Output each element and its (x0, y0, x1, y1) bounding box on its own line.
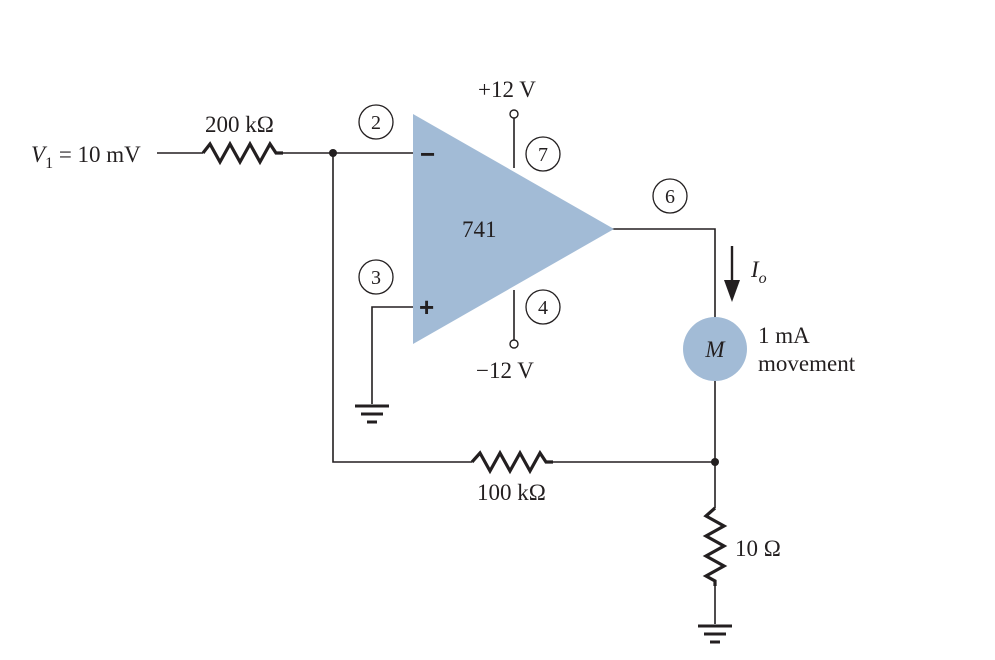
current-label: Io (750, 257, 767, 287)
input-voltage-label: V1 = 10 mV (31, 142, 141, 172)
pin-4-marker: 4 (525, 289, 561, 325)
meter-description: movement (758, 351, 856, 376)
ammeter-symbol: M (704, 337, 726, 362)
r-in-label: 200 kΩ (205, 112, 274, 137)
opamp-label: 741 (462, 217, 497, 242)
resistor-100k (470, 449, 553, 475)
ammeter-circle (683, 317, 747, 381)
svg-text:4: 4 (538, 297, 548, 319)
noninverting-sign: + (419, 292, 434, 322)
meter-rating: 1 mA (758, 323, 810, 348)
pin-3-marker: 3 (358, 259, 394, 295)
current-arrow-head (724, 280, 740, 302)
svg-text:2: 2 (371, 112, 381, 134)
resistor-10-ohm (702, 506, 728, 586)
pin-6-marker: 6 (652, 178, 688, 214)
ground-symbol-right (698, 624, 732, 644)
resistor-200k (201, 140, 283, 166)
junction-dot-input (329, 149, 337, 157)
svg-text:6: 6 (665, 186, 675, 208)
vplus-terminal (509, 109, 519, 119)
positive-supply-label: +12 V (478, 77, 536, 102)
svg-text:7: 7 (538, 144, 548, 166)
feedback-wire-left (332, 153, 472, 463)
svg-text:3: 3 (371, 267, 381, 289)
ground-symbol-left (355, 404, 389, 424)
negative-supply-label: −12 V (476, 358, 534, 383)
wires (157, 118, 716, 624)
pin-2-marker: 2 (358, 104, 394, 140)
pin-7-marker: 7 (525, 136, 561, 172)
vminus-terminal (509, 339, 519, 349)
r-shunt-label: 10 Ω (735, 536, 781, 561)
r-feedback-label: 100 kΩ (477, 480, 546, 505)
inverting-sign: − (420, 139, 435, 169)
noninverting-ground-wire (371, 306, 413, 404)
opamp-triangle (413, 114, 614, 344)
output-wire (612, 228, 716, 318)
junction-dot-output (711, 458, 719, 466)
